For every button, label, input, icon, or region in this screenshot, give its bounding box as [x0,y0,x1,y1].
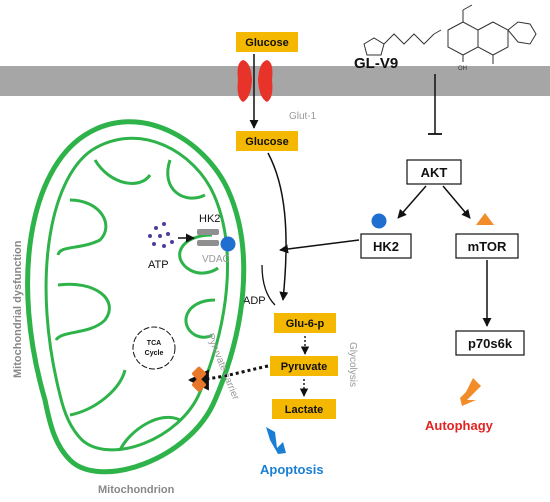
mtor-label: mTOR [468,239,507,254]
atp-label: ATP [148,259,169,271]
hk2-node [360,233,412,259]
hk2-mito-dot [220,236,236,252]
mtor-triangle [476,213,494,225]
glucose-to-g6p-arrow [267,152,289,301]
glu6p-label: Glu-6-p [286,318,325,330]
glucose-inside-box [236,131,298,151]
glv9-label: GL-V9 [354,55,398,72]
p70s6k-node [455,330,525,356]
pyruvate-carrier [192,366,206,392]
glv9-structure [363,4,537,64]
cell-membrane [0,66,550,96]
akt-node [406,159,462,185]
pyruvate-box [270,356,338,376]
lactate-box [272,399,336,419]
mitochondrion [25,119,247,475]
glut1-transporter [237,60,273,102]
glycolysis-label: Glycolysis [347,342,358,387]
glv9-oh-label: OH [458,66,467,72]
apoptosis-arrow-icon [266,427,286,454]
vdac-channel [197,229,219,246]
p70s6k-label: p70s6k [468,336,513,351]
adp-label: ADP [243,295,266,307]
lactate-label: Lactate [285,404,324,416]
hk2-label: HK2 [373,239,399,254]
glut1-label: Glut-1 [289,111,317,122]
apoptosis-label: Apoptosis [260,462,324,477]
pyruvate-label: Pyruvate [281,361,327,373]
adp-branch [261,264,276,306]
autophagy-label: Autophagy [425,418,494,433]
akt-label: AKT [421,165,448,180]
autophagy-arrow-icon [460,378,481,406]
akt-to-hk2-arrow [397,185,427,219]
glu6p-box [274,313,336,333]
hk2-to-vdac-arrow [279,239,360,254]
akt-to-mtor-arrow [442,185,471,219]
vdac-label: VDAC [202,254,230,265]
mtor-node [455,233,519,259]
tca-label: TCA [147,340,161,347]
glucose-inside-label: Glucose [245,136,288,148]
hk2-mito-label: HK2 [199,213,220,225]
tca-cycle-label: Cycle [145,350,164,357]
glucose-outside-label: Glucose [245,37,288,49]
mitochondrion-label: Mitochondrion [98,484,175,496]
atp-dots [148,222,174,248]
glucose-outside-box [236,32,298,52]
hk2-dot [371,213,387,229]
tca-cycle-circle [132,326,176,370]
mitochondrial-dysfunction-label: Mitochondrial dysfunction [12,240,24,378]
